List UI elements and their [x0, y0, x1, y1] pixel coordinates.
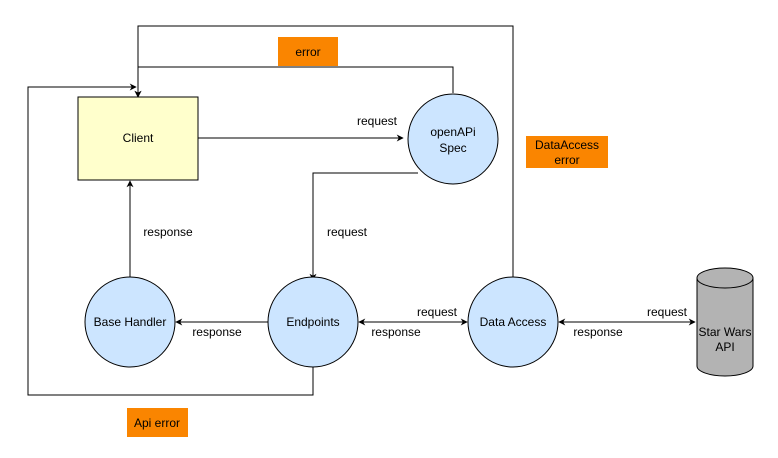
- edge-endpoints-error-to-client: [27, 83, 314, 396]
- label-client-to-spec: request: [357, 114, 398, 128]
- dataaccess-error-label-line1: DataAccess: [535, 138, 599, 152]
- star-wars-api-label-line1: Star Wars: [699, 325, 752, 339]
- edge-dataaccess-error-to-client: [134, 25, 514, 277]
- api-error-badge: Api error: [127, 408, 188, 437]
- client-node: Client: [77, 96, 199, 181]
- api-error-badge-label: Api error: [134, 416, 180, 430]
- data-access-label: Data Access: [480, 315, 547, 329]
- dataaccess-error-label-line2: error: [554, 153, 579, 167]
- base-handler-label: Base Handler: [94, 315, 167, 329]
- label-dataaccess-to-swapi: request: [647, 305, 688, 319]
- label-swapi-to-dataaccess: response: [573, 325, 623, 339]
- label-spec-to-endpoints: request: [327, 225, 368, 239]
- label-endpoints-to-dataaccess: request: [417, 305, 458, 319]
- label-handler-to-client: response: [143, 225, 193, 239]
- edge-spec-error-to-client: [134, 66, 454, 98]
- star-wars-api-label-line2: API: [715, 340, 734, 354]
- star-wars-api-database: Star Wars API: [696, 267, 754, 377]
- base-handler-node: Base Handler: [84, 276, 176, 368]
- error-badge-label: error: [295, 45, 320, 59]
- label-endpoints-to-handler: response: [192, 325, 242, 339]
- openapi-spec-node: openAPi Spec: [407, 93, 499, 185]
- endpoints-label: Endpoints: [286, 315, 339, 329]
- client-label: Client: [123, 131, 154, 145]
- openapi-spec-label-line1: openAPi: [430, 125, 475, 139]
- endpoints-node: Endpoints: [267, 276, 359, 368]
- openapi-spec-label-line2: Spec: [439, 141, 466, 155]
- data-access-node: Data Access: [467, 276, 559, 368]
- dataaccess-error-badge: DataAccess error: [526, 136, 608, 168]
- label-dataaccess-to-endpoints: response: [371, 325, 421, 339]
- edge-spec-to-endpoints: [309, 172, 418, 281]
- error-badge: error: [278, 37, 338, 66]
